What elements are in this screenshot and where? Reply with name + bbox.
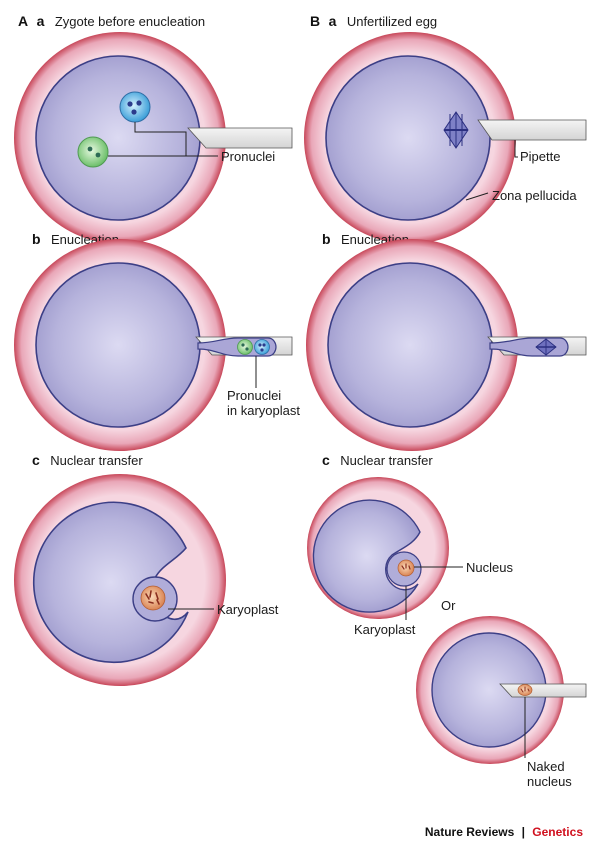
title-a-a: Zygote before enucleation — [55, 14, 205, 29]
panel-a-b: b Enucleation Pronuclei in karyoplast — [14, 231, 300, 451]
donor-nucleus — [397, 559, 415, 577]
panel-b-c: c Nuclear transfer Nucleus Karyoplast Or… — [307, 452, 587, 789]
title-a-c: Nuclear transfer — [50, 453, 143, 468]
pronucleus-blue — [254, 339, 270, 355]
panel-b-b: b Enucleation — [306, 231, 587, 451]
nucleus-label: Nucleus — [466, 560, 513, 575]
panel-b-a: B a Unfertilized egg Pipette Zona pelluc… — [304, 13, 587, 244]
title-b-a: Unfertilized egg — [347, 14, 437, 29]
pronuclei-in-karyoplast-label-2: in karyoplast — [227, 403, 300, 418]
pipette-label: Pipette — [520, 149, 560, 164]
naked-nucleus-label-2: nucleus — [527, 774, 572, 789]
naked-nucleus — [517, 684, 533, 696]
pronuclei-leader — [134, 122, 187, 156]
naked-nucleus-label-1: Naked — [527, 759, 565, 774]
pipette-leader — [514, 140, 518, 158]
pronuclei-label: Pronuclei — [221, 149, 275, 164]
journal-section: Genetics — [532, 825, 583, 839]
spindle-icon — [443, 111, 469, 149]
karyoplast-label-b: Karyoplast — [354, 622, 416, 637]
cytoplasm — [35, 262, 201, 428]
zona-leader — [465, 192, 489, 201]
pipette — [477, 119, 587, 141]
donor-nucleus — [140, 585, 166, 611]
cytoplasm — [327, 262, 493, 428]
pronucleus-green — [237, 339, 253, 355]
journal-credit: Nature Reviews | Genetics — [425, 825, 583, 839]
panel-a-c: c Nuclear transfer Karyoplast — [14, 452, 279, 686]
cytoplasm — [312, 499, 421, 613]
cytoplasm — [35, 55, 201, 221]
title-a-c-wrap: c Nuclear transfer — [32, 452, 143, 469]
zona-label: Zona pellucida — [492, 188, 577, 203]
panel-letter-A: A a Zygote before enucleation — [18, 13, 205, 30]
zygote-egg — [14, 32, 226, 244]
pronucleus-green — [77, 136, 109, 168]
title-b-c: Nuclear transfer — [340, 453, 433, 468]
panel-a-a: A a Zygote before enucleation Pronuclei — [14, 13, 293, 244]
karyoplast-label: Karyoplast — [217, 602, 279, 617]
journal-name: Nature Reviews — [425, 825, 515, 839]
panel-letter-B: B a Unfertilized egg — [310, 13, 437, 30]
pipette — [187, 127, 293, 149]
spindle-icon — [535, 338, 557, 356]
title-b-c-wrap: c Nuclear transfer — [322, 452, 433, 469]
or-label: Or — [441, 598, 456, 613]
cytoplasm — [325, 55, 491, 221]
pronucleus-blue — [119, 91, 151, 123]
journal-separator: | — [522, 825, 525, 839]
pipette — [499, 683, 587, 698]
pronuclei-in-karyoplast-label-1: Pronuclei — [227, 388, 281, 403]
